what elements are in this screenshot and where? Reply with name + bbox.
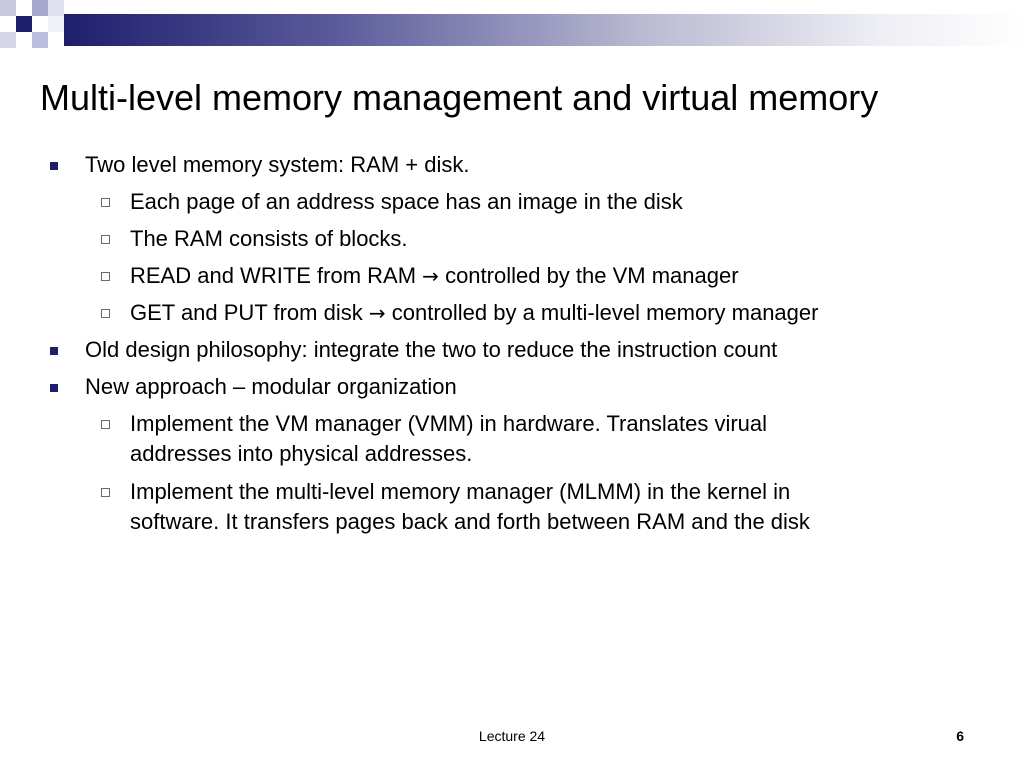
- sub-bullet-item: Implement the VM manager (VMM) in hardwa…: [130, 409, 980, 469]
- bullet-text: controlled by a multi-level memory manag…: [391, 300, 819, 325]
- slide-title: Multi-level memory management and virtua…: [40, 77, 879, 118]
- bullet-text-line: software. It transfers pages back and fo…: [130, 509, 810, 534]
- hollow-square-bullet-icon: [101, 235, 110, 244]
- hollow-square-bullet-icon: [101, 420, 110, 429]
- header-gradient-bar: [64, 14, 1024, 46]
- right-arrow-icon: →: [368, 301, 386, 325]
- bullet-text-line: addresses into physical addresses.: [130, 441, 473, 466]
- deco-square: [48, 16, 64, 32]
- hollow-square-bullet-icon: [101, 272, 110, 281]
- sub-bullet-item: GET and PUT from disk → controlled by a …: [130, 298, 980, 328]
- deco-square: [16, 16, 32, 32]
- bullet-text: Two level memory system: RAM + disk.: [85, 152, 470, 177]
- slide-number: 6: [956, 728, 964, 744]
- sub-bullet-item: The RAM consists of blocks.: [130, 224, 980, 254]
- hollow-square-bullet-icon: [101, 488, 110, 497]
- hollow-square-bullet-icon: [101, 198, 110, 207]
- bullet-item: New approach – modular organization: [85, 372, 985, 402]
- sub-bullet-item: READ and WRITE from RAM → controlled by …: [130, 261, 980, 291]
- bullet-text-line: Implement the VM manager (VMM) in hardwa…: [130, 411, 768, 436]
- deco-square: [32, 0, 48, 16]
- bullet-text: The RAM consists of blocks.: [130, 226, 408, 251]
- square-bullet-icon: [50, 162, 58, 170]
- square-bullet-icon: [50, 347, 58, 355]
- hollow-square-bullet-icon: [101, 309, 110, 318]
- deco-square: [48, 0, 64, 16]
- bullet-text: controlled by the VM manager: [445, 263, 739, 288]
- bullet-text: GET and PUT from disk: [130, 300, 363, 325]
- bullet-text: New approach – modular organization: [85, 374, 457, 399]
- slide-content: Two level memory system: RAM + disk. Eac…: [50, 150, 985, 537]
- deco-square: [32, 32, 48, 48]
- bullet-text-line: Implement the multi-level memory manager…: [130, 479, 791, 504]
- bullet-item: Two level memory system: RAM + disk.: [85, 150, 985, 180]
- bullet-text: Old design philosophy: integrate the two…: [85, 337, 778, 362]
- deco-square: [0, 32, 16, 48]
- square-bullet-icon: [50, 384, 58, 392]
- footer-lecture-label: Lecture 24: [478, 728, 546, 744]
- bullet-text: READ and WRITE from RAM: [130, 263, 417, 288]
- deco-square: [0, 0, 16, 16]
- right-arrow-icon: →: [422, 264, 439, 288]
- bullet-text: Each page of an address space has an ima…: [130, 189, 683, 214]
- sub-bullet-item: Each page of an address space has an ima…: [130, 187, 980, 217]
- sub-bullet-item: Implement the multi-level memory manager…: [130, 477, 980, 537]
- bullet-item: Old design philosophy: integrate the two…: [85, 335, 985, 365]
- header-decoration: [0, 0, 1024, 48]
